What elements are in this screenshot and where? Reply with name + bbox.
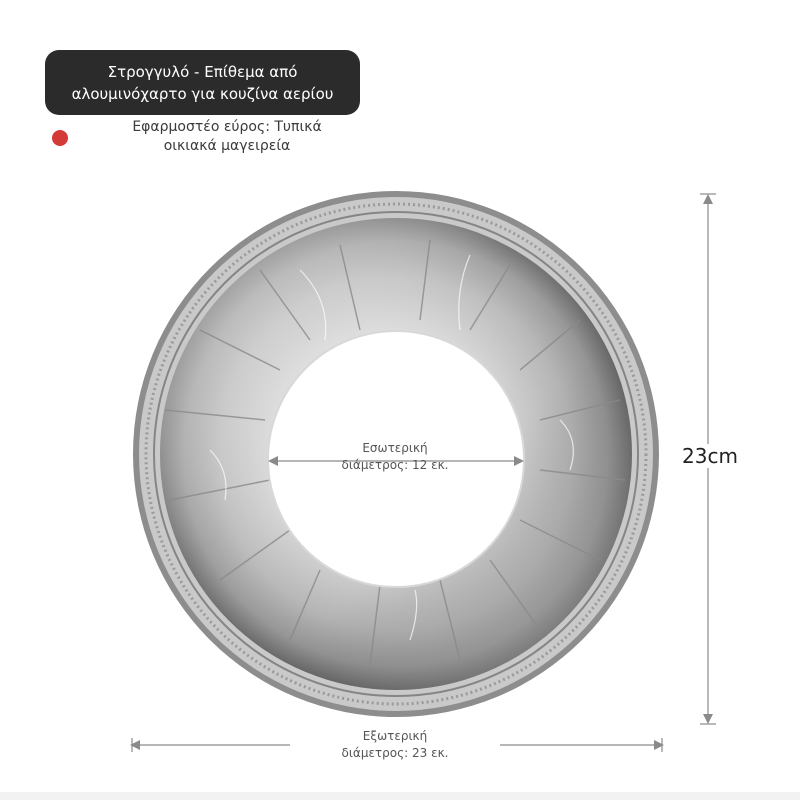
- outer-diameter-line1: Εξωτερική: [362, 729, 428, 743]
- inner-diameter-label: Εσωτερική διάμετρος: 12 εκ.: [300, 440, 490, 474]
- height-dimension-label: 23cm: [670, 444, 750, 468]
- foil-inner-hole: [268, 331, 524, 587]
- outer-diameter-label: Εξωτερική διάμετρος: 23 εκ.: [290, 728, 500, 762]
- applicable-scope-note: Εφαρμοστέο εύρος: Τυπικά οικιακά μαγειρε…: [52, 118, 362, 158]
- inner-diameter-arrow: [268, 456, 524, 466]
- applicable-scope-text: Εφαρμοστέο εύρος: Τυπικά οικιακά μαγειρε…: [92, 118, 362, 156]
- product-title-line2: αλουμινόχαρτο για κουζίνα αερίου: [71, 84, 334, 103]
- foil-crinkles: [164, 239, 626, 666]
- product-title-line1: Στρογγυλό - Επίθεμα από: [107, 62, 298, 81]
- applicable-scope-line1: Εφαρμοστέο εύρος: Τυπικά: [132, 119, 322, 135]
- inner-diameter-line1: Εσωτερική: [362, 441, 428, 455]
- bottom-divider: [0, 792, 800, 800]
- red-bullet-icon: [52, 130, 68, 146]
- inner-diameter-line2: διάμετρος: 12 εκ.: [341, 458, 449, 472]
- applicable-scope-line2: οικιακά μαγειρεία: [163, 138, 291, 154]
- outer-diameter-line2: διάμετρος: 23 εκ.: [341, 746, 449, 760]
- product-title-banner: Στρογγυλό - Επίθεμα από αλουμινόχαρτο γι…: [45, 50, 360, 115]
